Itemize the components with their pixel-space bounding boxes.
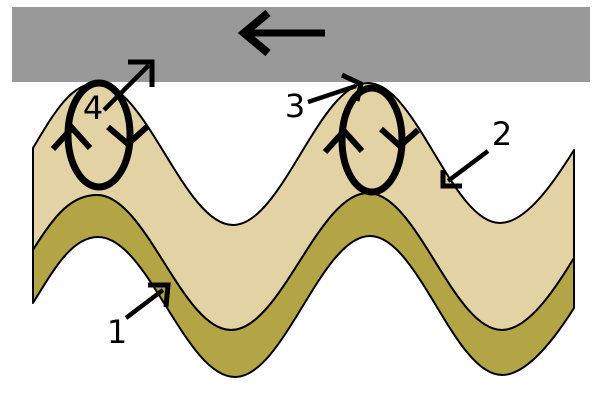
label-3: 3 xyxy=(285,87,305,125)
orbital-ellipse-right xyxy=(338,84,406,196)
label4-leader-arrow-icon xyxy=(102,59,155,112)
orbital-right-down-chevron-icon xyxy=(378,126,420,151)
label-1: 1 xyxy=(107,313,127,351)
orbital-left-up-chevron-icon xyxy=(50,123,93,152)
label1-leader-arrow-icon xyxy=(124,282,171,320)
gray-top-bar xyxy=(12,7,590,82)
label2-leader-arrow-icon xyxy=(440,149,490,189)
left-arrow-icon xyxy=(237,9,325,57)
lower-wave-band xyxy=(32,192,575,378)
orbital-right-up-chevron-icon xyxy=(322,126,365,155)
label-2: 2 xyxy=(492,115,512,153)
label3-leader-arrow-icon xyxy=(307,72,364,105)
orbital-left-down-chevron-icon xyxy=(106,123,151,148)
label-4: 4 xyxy=(83,89,103,127)
